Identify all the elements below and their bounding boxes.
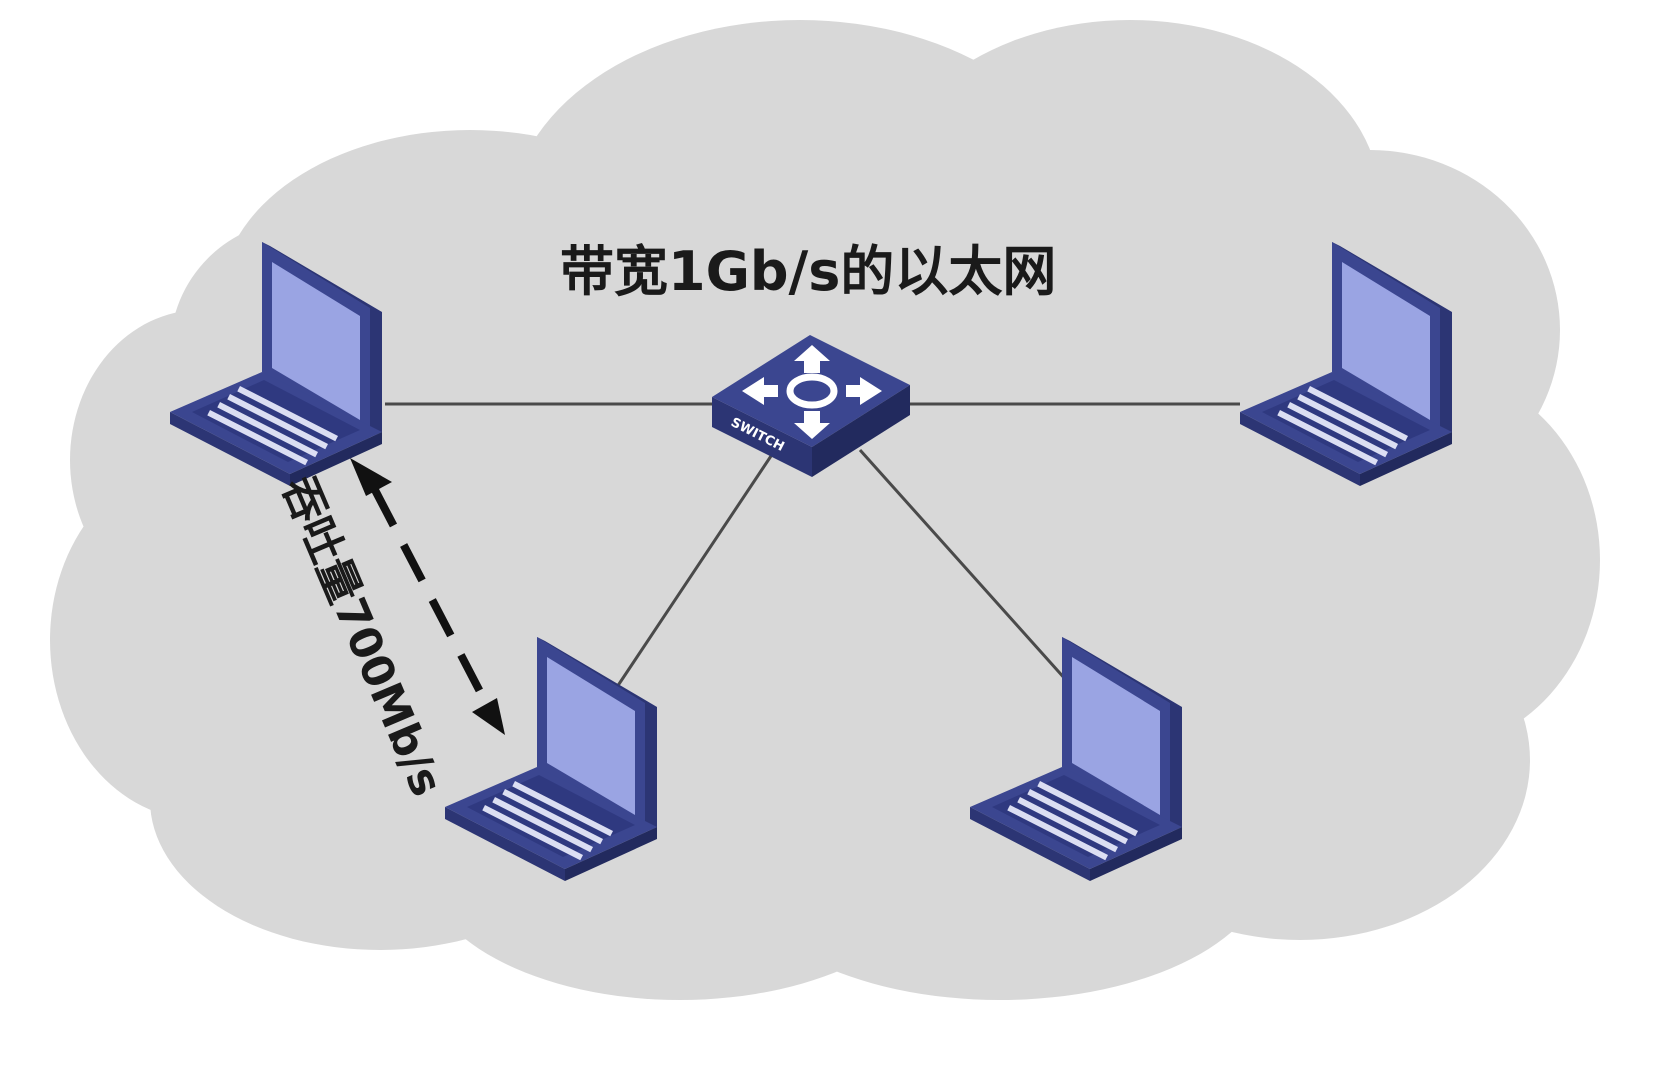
keyboard-keys bbox=[207, 386, 339, 466]
laptop-top-left-icon bbox=[170, 242, 382, 486]
keyboard-keys bbox=[482, 781, 614, 861]
link-switch-to-bottom-right bbox=[858, 448, 1077, 692]
keyboard-keys bbox=[1277, 386, 1409, 466]
arrowhead-up-icon bbox=[350, 458, 392, 496]
link-switch-to-bottom-left bbox=[613, 449, 777, 691]
laptop-bottom-left-icon bbox=[445, 637, 657, 881]
network-title: 带宽1Gb/s的以太网 bbox=[560, 240, 1056, 303]
laptop-bottom-right-icon bbox=[970, 637, 1182, 881]
arrowhead-down-icon bbox=[472, 698, 505, 735]
keyboard-keys bbox=[1007, 781, 1139, 861]
switch-icon: SWITCH bbox=[712, 335, 910, 477]
throughput-arrow bbox=[350, 458, 505, 735]
laptop-top-right-icon bbox=[1240, 242, 1452, 486]
